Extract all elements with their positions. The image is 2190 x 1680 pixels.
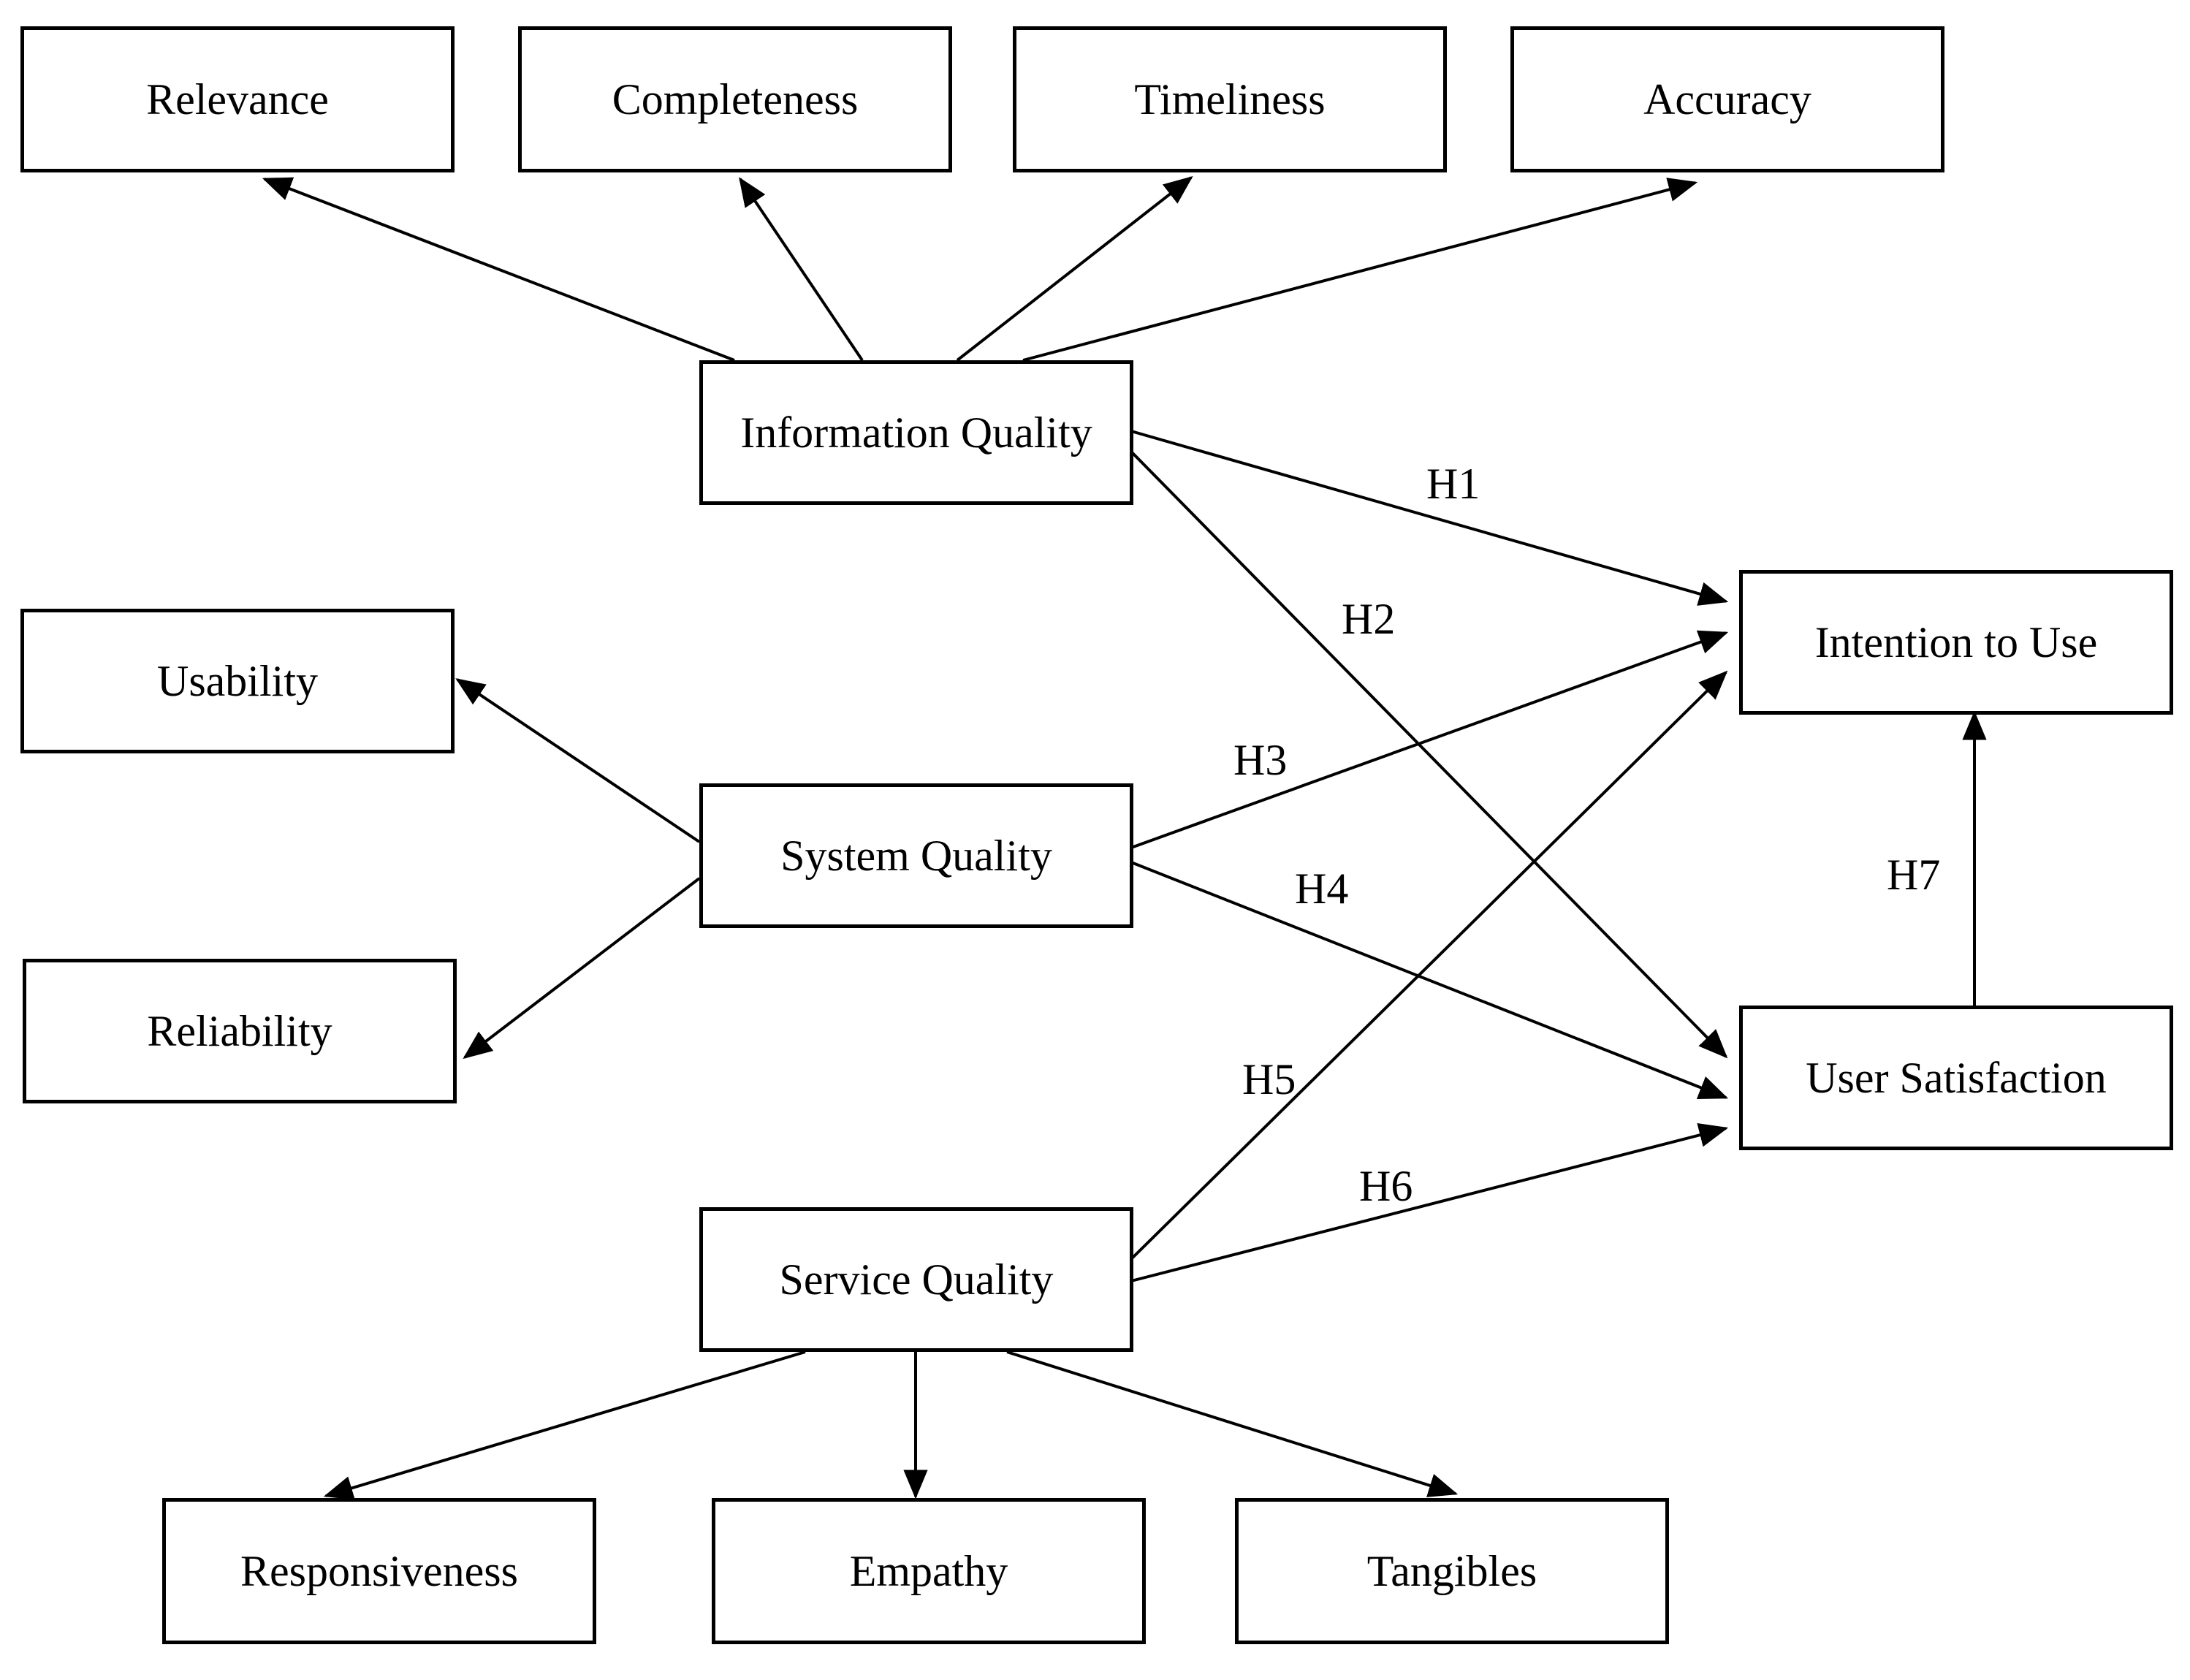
node-relevance: Relevance (20, 26, 455, 172)
edge-systemquality-reliability (463, 877, 701, 1060)
node-responsiveness: Responsiveness (162, 1498, 596, 1644)
node-tangibles: Tangibles (1235, 1498, 1669, 1644)
node-accuracy: Accuracy (1510, 26, 1944, 172)
node-reliability: Reliability (23, 959, 457, 1103)
edge-h6 (1130, 1122, 1729, 1282)
node-usability: Usability (20, 609, 455, 753)
edge-infoquality-accuracy (1022, 178, 1698, 362)
edge-infoquality-relevance (262, 177, 735, 362)
node-empathy: Empathy (712, 1498, 1146, 1644)
node-system-quality: System Quality (699, 783, 1133, 928)
edge-servicequality-tangibles (1006, 1350, 1459, 1497)
node-service-quality: Service Quality (699, 1207, 1133, 1352)
edge-h4 (1130, 861, 1729, 1100)
label-h5: H5 (1242, 1055, 1296, 1103)
edge-h5 (1130, 670, 1728, 1261)
edge-h2 (1130, 450, 1728, 1059)
node-completeness: Completeness (518, 26, 952, 172)
label-h2: H2 (1342, 595, 1396, 643)
label-h6: H6 (1359, 1162, 1413, 1210)
label-h7: H7 (1887, 851, 1941, 899)
edge-infoquality-completeness (739, 177, 864, 362)
node-intention-to-use: Intention to Use (1739, 570, 2173, 715)
node-user-satisfaction: User Satisfaction (1739, 1006, 2173, 1150)
edge-infoquality-timeliness (956, 175, 1193, 362)
label-h3: H3 (1233, 736, 1288, 784)
edge-h3 (1130, 630, 1729, 849)
node-timeliness: Timeliness (1013, 26, 1447, 172)
edge-servicequality-responsiveness (323, 1350, 806, 1500)
node-information-quality: Information Quality (699, 360, 1133, 505)
label-h4: H4 (1295, 864, 1349, 913)
edge-h1 (1130, 430, 1729, 606)
label-h1: H1 (1426, 460, 1480, 508)
edge-systemquality-usability (455, 678, 701, 843)
